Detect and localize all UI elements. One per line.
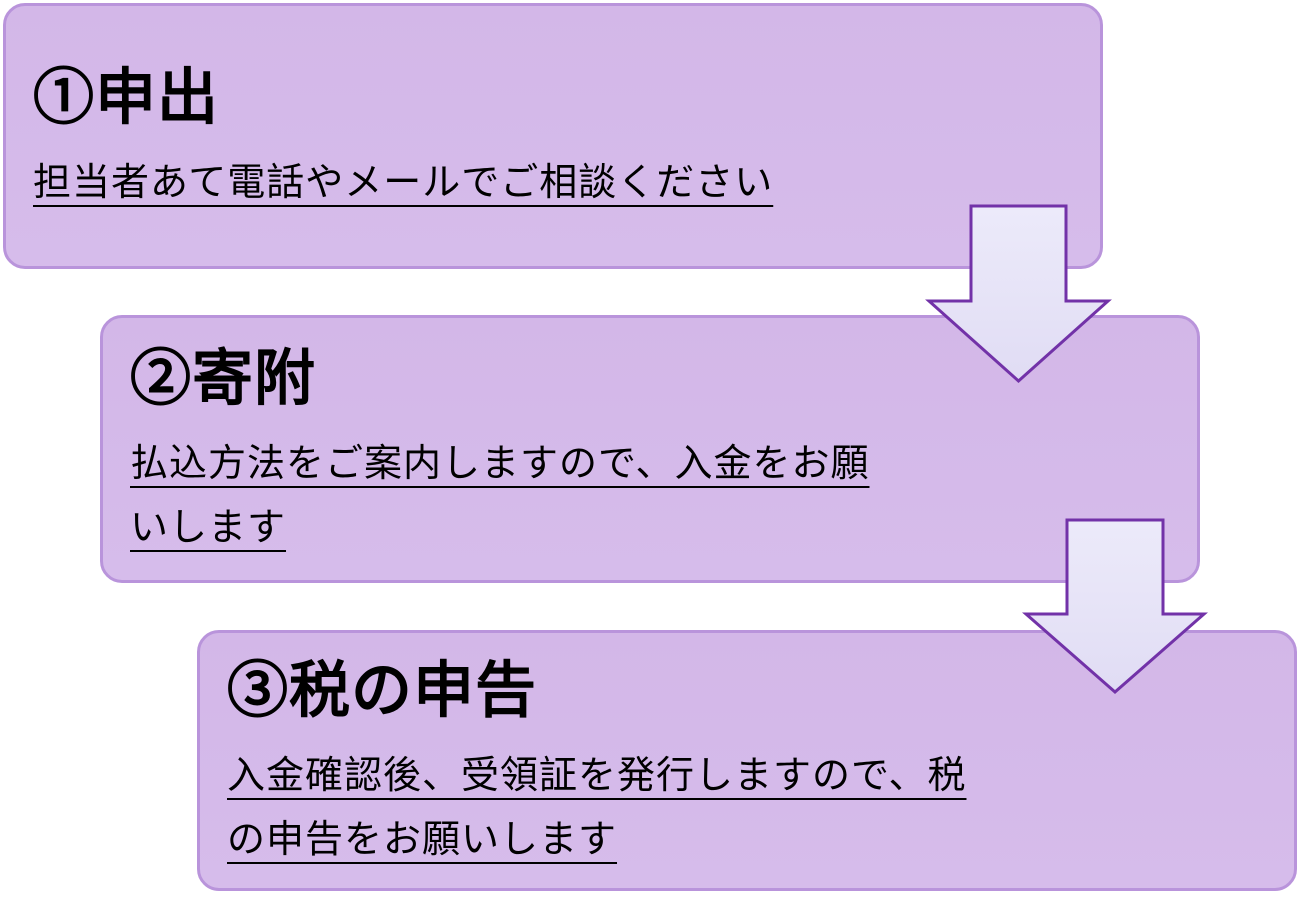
step-2-title: ②寄附 — [130, 344, 317, 412]
step-box-1: ①申出 担当者あて電話やメールでご相談ください — [3, 3, 1103, 269]
step-1-description: 担当者あて電話やメールでご相談ください — [33, 162, 774, 204]
step-2-description: 払込方法をご案内しますので、入金をお願 いします — [130, 443, 870, 549]
step-box-3: ③税の申告 入金確認後、受領証を発行しますので、税 の申告をお願いします — [197, 630, 1297, 891]
step-1-title: ①申出 — [33, 63, 220, 131]
step-3-title: ③税の申告 — [227, 655, 538, 724]
step-box-2: ②寄附 払込方法をご案内しますので、入金をお願 いします — [100, 315, 1200, 583]
step-3-description: 入金確認後、受領証を発行しますので、税 の申告をお願いします — [227, 754, 967, 861]
